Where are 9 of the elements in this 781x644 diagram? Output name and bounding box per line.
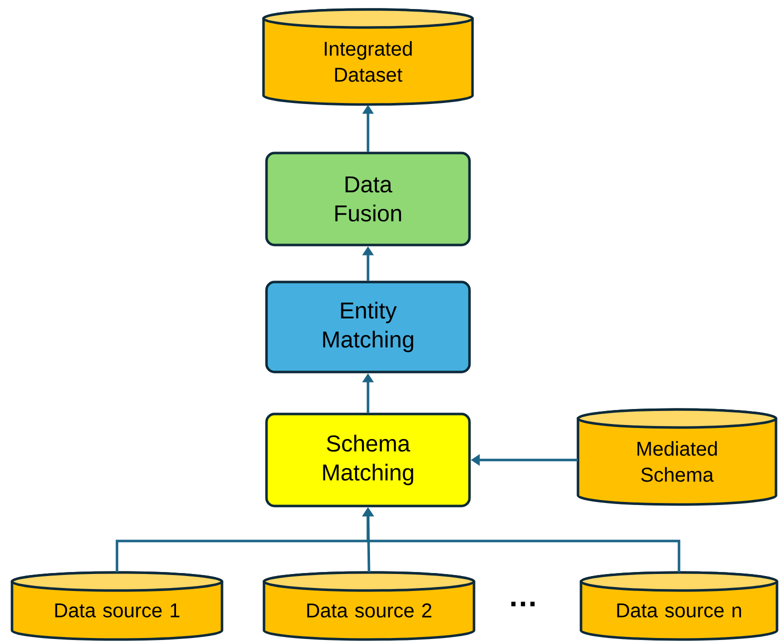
database-cylinder: Data source 2: [262, 571, 476, 641]
ellipsis: …: [511, 602, 535, 606]
process-box: Schema Matching: [265, 412, 471, 508]
database-cylinder: Data source 1: [10, 571, 224, 641]
process-box: Data Fusion: [265, 152, 471, 246]
process-box: Entity Matching: [265, 280, 471, 374]
database-cylinder: Mediated Schema: [576, 408, 778, 506]
database-cylinder: Data source n: [580, 571, 778, 641]
database-cylinder: Integrated Dataset: [262, 8, 474, 106]
